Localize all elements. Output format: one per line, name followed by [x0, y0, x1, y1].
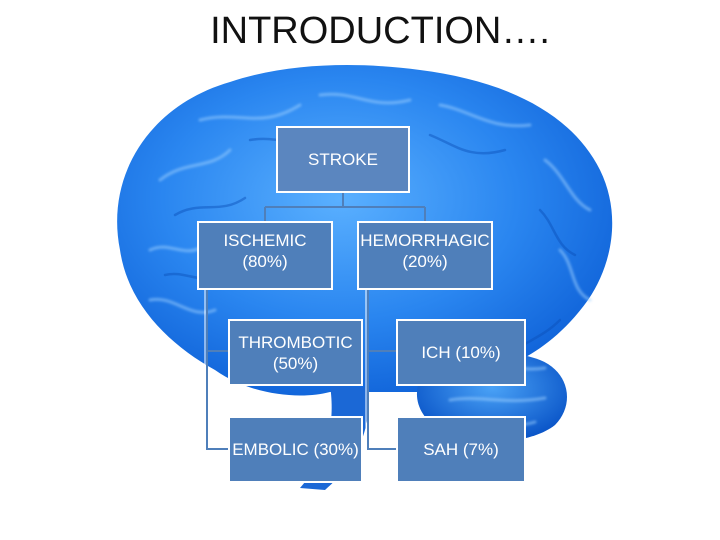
node-stroke: STROKE	[276, 126, 410, 193]
node-ich: ICH (10%)	[396, 319, 526, 386]
connector-to-embolic	[206, 289, 229, 450]
connector-to-sah	[367, 289, 397, 450]
node-ischemic: ISCHEMIC (80%)	[197, 221, 333, 290]
slide-title: INTRODUCTION….	[210, 10, 550, 52]
node-thrombotic: THROMBOTIC (50%)	[228, 319, 363, 386]
node-hemorrhagic: HEMORRHAGIC (20%)	[357, 221, 493, 290]
node-sah: SAH (7%)	[396, 416, 526, 483]
node-embolic: EMBOLIC (30%)	[228, 416, 363, 483]
